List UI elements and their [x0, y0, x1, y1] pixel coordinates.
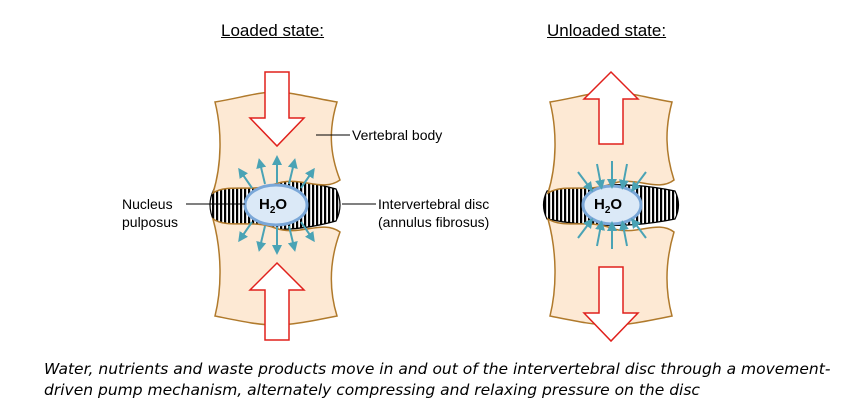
unloaded-state-diagram	[542, 70, 680, 343]
vertebral-body-label: Vertebral body	[352, 127, 443, 143]
unloaded-state-title: Unloaded state:	[547, 21, 667, 40]
loaded-h2o-label: H2O	[259, 196, 288, 216]
outflow-arrow	[238, 221, 253, 243]
nucleus-pulposus-label-line1: Nucleus	[122, 196, 173, 212]
unloaded-release-arrow-top	[582, 70, 640, 145]
intervertebral-disc-label-line1: Intervertebral disc	[378, 196, 490, 212]
intervertebral-disc-label-line2: (annulus fibrosus)	[378, 214, 490, 230]
loaded-outflow-arrows	[238, 155, 315, 255]
inflow-arrow	[595, 220, 605, 247]
outflow-arrow	[287, 225, 298, 252]
inflow-arrow	[631, 171, 647, 192]
outflow-arrow	[300, 167, 315, 189]
loaded-compression-arrow-top	[248, 71, 306, 148]
outflow-arrow	[256, 158, 267, 185]
unloaded-release-arrow-bottom	[582, 266, 640, 343]
loaded-state-title: Loaded state:	[221, 21, 325, 40]
outflow-arrow	[300, 221, 315, 243]
diagram-caption: Water, nutrients and waste products move…	[44, 360, 831, 399]
outflow-arrow	[287, 158, 298, 185]
unloaded-inflow-arrows	[577, 161, 647, 249]
loaded-state-diagram	[186, 71, 376, 341]
inflow-arrow	[619, 163, 629, 190]
inflow-arrow	[595, 163, 605, 190]
outflow-arrow	[256, 225, 267, 252]
inflow-arrow	[631, 218, 647, 239]
inflow-arrow	[577, 218, 593, 239]
inflow-arrow	[619, 220, 629, 247]
outflow-arrow	[238, 167, 253, 189]
loaded-compression-arrow-bottom	[248, 261, 306, 341]
loaded-nucleus-pulposus	[243, 183, 309, 227]
inflow-arrow	[577, 171, 593, 192]
nucleus-pulposus-label-line2: pulposus	[122, 214, 179, 230]
unloaded-h2o-label: H2O	[594, 196, 623, 216]
